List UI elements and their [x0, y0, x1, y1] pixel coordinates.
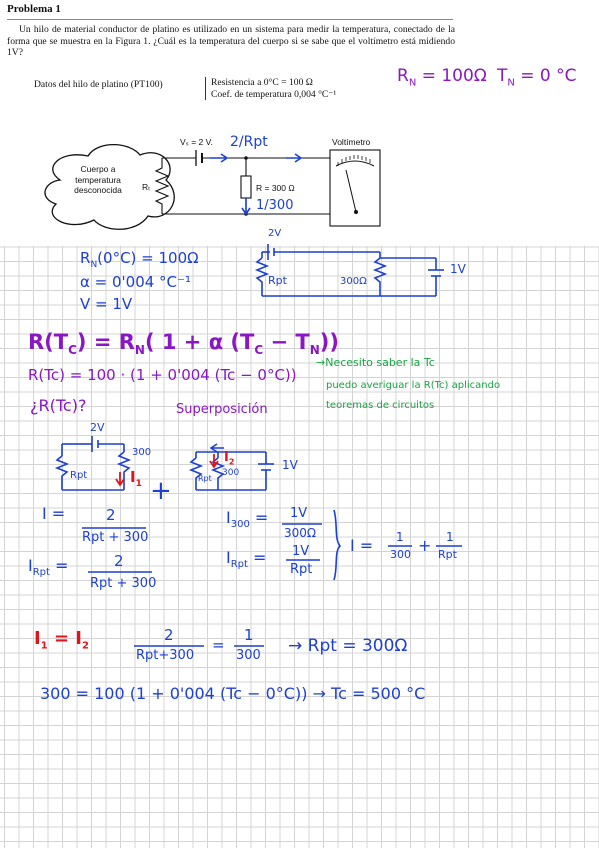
problem-title: Problema 1: [7, 3, 61, 15]
eq-itot-den1: 300: [390, 548, 411, 561]
problem-statement: Un hilo de material conductor de platino…: [7, 24, 455, 59]
c1-300-label: 300Ω: [340, 276, 367, 287]
i1-arrow: [115, 472, 125, 487]
given-alpha: α = 0'004 °C⁻¹: [80, 273, 191, 291]
superposition-circuit-1: [54, 436, 132, 491]
eq-i-num: 2: [106, 506, 116, 524]
s1-300-label: 300: [132, 447, 152, 458]
current-arrow-1: [210, 153, 229, 163]
eq-itot-left: I =: [350, 536, 374, 555]
eq-itot-den2: Rpt: [438, 548, 457, 561]
fig-current-top-note: 2/Rpt: [230, 134, 268, 150]
rt-resistor-symbol: [154, 158, 170, 214]
voltmeter-scale-arc: [335, 160, 375, 167]
voltmeter-ticks: [337, 155, 371, 166]
r300-resistor-symbol: [240, 175, 252, 199]
eq-itot-plus: +: [418, 536, 432, 555]
i1-label: I1: [130, 468, 142, 489]
fig-current-down-note: 1/300: [256, 198, 294, 213]
eq-frac-num1: 2: [164, 626, 174, 644]
current-arrow-down: [241, 198, 251, 216]
voltmeter-needle: [345, 169, 357, 213]
superposition-circuit-2: [188, 443, 274, 491]
circuit-1-sketch: [254, 244, 444, 297]
s1-rpt-label: Rpt: [70, 470, 88, 481]
given-rn: RN(0°C) = 100Ω: [80, 249, 199, 270]
rn-given-note: RN = 100Ω: [397, 66, 487, 89]
source-voltage-label: Vₛ = 2 V.: [180, 137, 213, 147]
system-brace: [333, 509, 342, 581]
current-arrow-2: [286, 153, 303, 163]
note-line-1: →Necesito saber la Tc: [316, 356, 435, 369]
tn-given-note: TN = 0 °C: [497, 66, 577, 89]
note-line-3: teoremas de circuitos: [326, 400, 435, 411]
eq-i-den: Rpt + 300: [82, 530, 149, 545]
eq-irpt-left: IRpt =: [28, 556, 69, 579]
eq-i300-left: I300 =: [226, 508, 269, 531]
body-cloud-outline: [44, 144, 175, 230]
superposition-label: Superposición: [176, 402, 268, 417]
platinum-data-values: Resistencia a 0°C = 100 Ω Coef. de tempe…: [205, 77, 336, 100]
eq-result-rpt: → Rpt = 300Ω: [288, 636, 408, 656]
body-label: Cuerpo a temperatura desconocida: [74, 164, 122, 195]
given-v: V = 1V: [80, 295, 133, 313]
voltmeter-label: Voltímetro: [332, 137, 371, 147]
rt-label: Rₜ: [142, 182, 151, 192]
eq-frac-num2: 1: [244, 626, 254, 644]
eq-i-left: I =: [42, 504, 66, 523]
s2-rpt-label: Rpt: [198, 474, 212, 483]
eq-irpt-den: Rpt + 300: [90, 576, 157, 591]
s1-2v-label: 2V: [90, 421, 105, 434]
formula-rt: R(TC) = RN( 1 + α (TC − TN)): [28, 330, 339, 358]
formula-substituted: R(Tc) = 100 · (1 + 0'004 (Tc − 0°C)): [28, 366, 297, 384]
c1-top-label: 2V: [268, 228, 282, 239]
eq-frac-den1: Rpt+300: [136, 648, 195, 663]
eq-i1-equals-i2: I1 = I2: [34, 628, 89, 652]
eq-irpt2-left: IRpt =: [226, 548, 267, 571]
i2-arrow: [209, 454, 219, 469]
eq-irpt2-num: 1V: [292, 544, 310, 559]
eq-frac-den2: 300: [236, 648, 261, 663]
node-top: [244, 156, 248, 160]
r300-label: R = 300 Ω: [256, 183, 295, 193]
title-divider: [7, 19, 453, 20]
resistance-value: Resistencia a 0°C = 100 Ω: [211, 77, 313, 88]
eq-final-temperature: 300 = 100 (1 + 0'004 (Tc − 0°C)) → Tc = …: [40, 684, 426, 703]
platinum-data-label: Datos del hilo de platino (PT100): [34, 79, 163, 90]
figure-current-arrows: [210, 153, 303, 216]
i2-label: I2: [224, 450, 235, 467]
eq-itot-num2: 1: [446, 530, 454, 544]
c1-rpt-label: Rpt: [268, 274, 287, 287]
printed-problem-area: [0, 0, 599, 246]
eq-i300-num: 1V: [290, 506, 308, 521]
s2-1v-label: 1V: [282, 458, 298, 472]
plus-sign: +: [150, 476, 172, 506]
note-line-2: puedo averiguar la R(Tc) aplicando: [326, 380, 501, 391]
eq-frac-equals: =: [212, 636, 225, 654]
question-rtc: ¿R(Tc)?: [30, 396, 87, 415]
voltmeter-pivot: [354, 210, 358, 214]
temp-coefficient-value: Coef. de temperatura 0,004 °C⁻¹: [211, 88, 337, 100]
eq-irpt2-den: Rpt: [290, 562, 313, 577]
eq-itot-num1: 1: [396, 530, 404, 544]
c1-1v-label: 1V: [450, 262, 466, 276]
eq-i300-den: 300Ω: [284, 526, 317, 540]
eq-irpt-num: 2: [114, 552, 124, 570]
s2-300-label: 300: [222, 468, 240, 478]
